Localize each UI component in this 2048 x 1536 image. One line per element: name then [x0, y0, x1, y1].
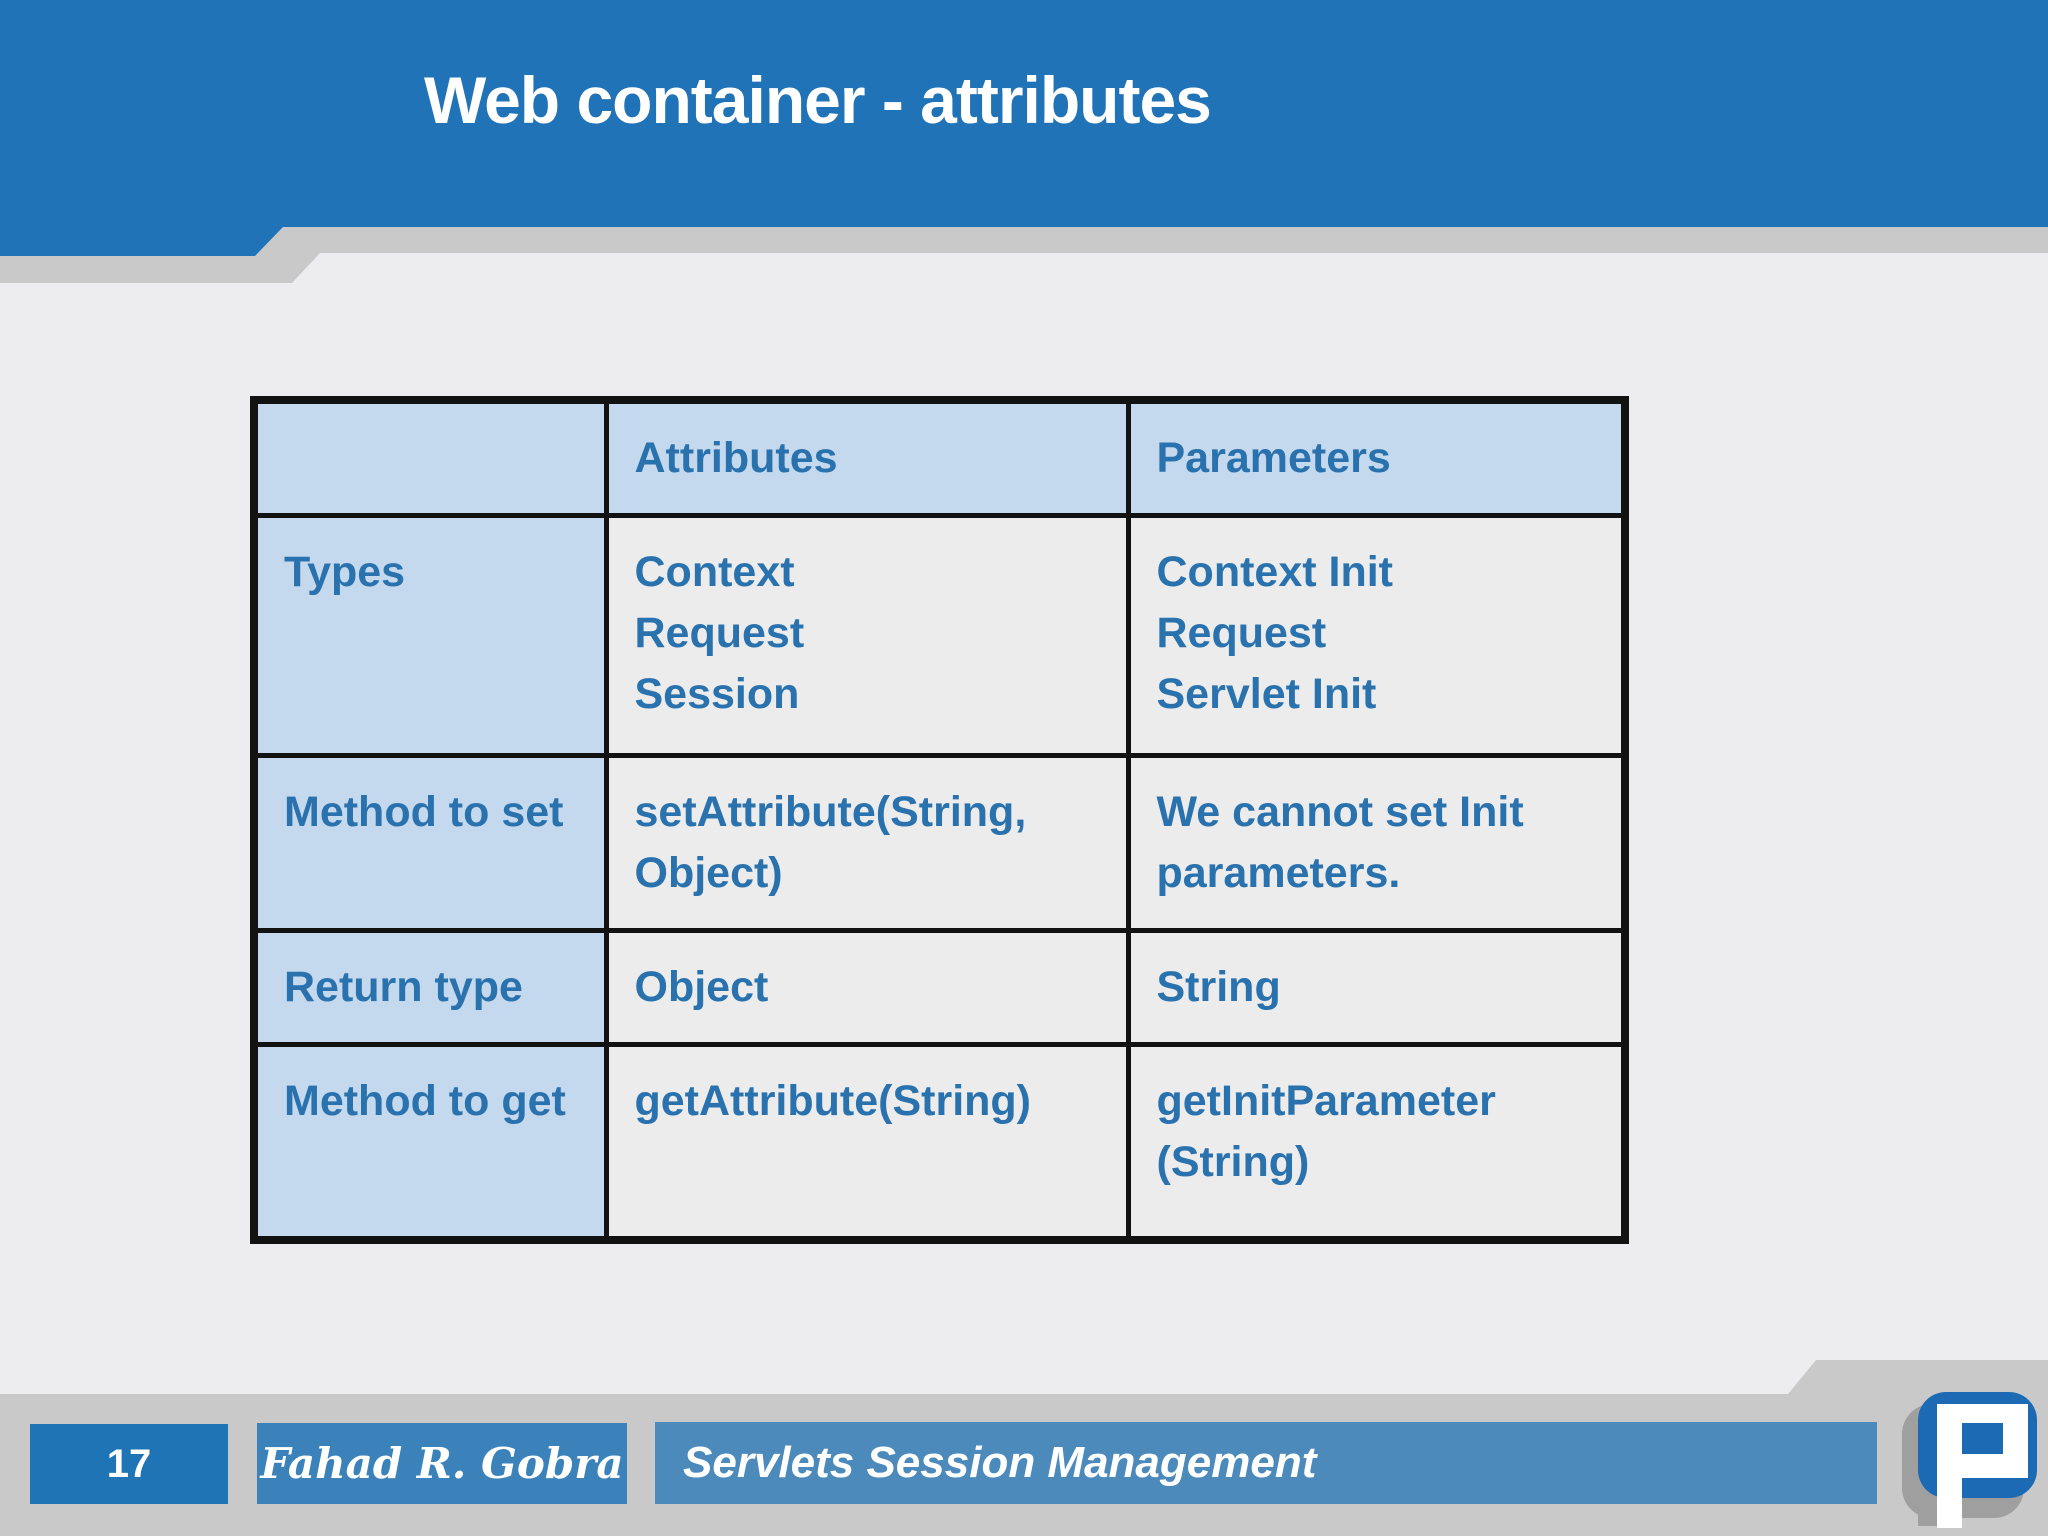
table-row: Return type Object String: [251, 928, 1628, 1048]
author-signature: Fahad R. Gobra: [260, 1439, 624, 1488]
fg-logo-letter-topbar: [1937, 1404, 2028, 1423]
cell-return-parameters: String: [1125, 928, 1628, 1048]
header-blue-banner: [0, 0, 2048, 256]
attributes-parameters-table: Attributes Parameters Types Context Requ…: [250, 396, 1629, 1244]
page-number-badge: 17: [30, 1424, 228, 1504]
table-header-row: Attributes Parameters: [251, 397, 1628, 519]
cell-types-attributes: Context Request Session: [603, 513, 1131, 759]
footer-title: Servlets Session Management: [683, 1438, 1317, 1487]
row-label-method-to-set: Method to set: [251, 753, 609, 934]
table-row: Method to set setAttribute(String, Objec…: [251, 753, 1628, 934]
cell-get-attributes: getAttribute(String): [603, 1042, 1131, 1243]
cell-get-parameters: getInitParameter (String): [1125, 1042, 1628, 1243]
row-label-return-type: Return type: [251, 928, 609, 1048]
fg-logo-letter-stem: [1937, 1404, 1962, 1528]
cell-set-parameters: We cannot set Init parameters.: [1125, 753, 1628, 934]
column-header-parameters: Parameters: [1125, 397, 1628, 519]
table-corner-cell: [251, 397, 609, 519]
page-number: 17: [106, 1441, 152, 1486]
column-header-attributes: Attributes: [603, 397, 1131, 519]
footer-title-bar: Servlets Session Management: [655, 1422, 1877, 1504]
cell-types-parameters: Context Init Request Servlet Init: [1125, 513, 1628, 759]
fg-logo-letter-midbar: [1962, 1454, 2028, 1478]
row-label-method-to-get: Method to get: [251, 1042, 609, 1243]
row-label-types: Types: [251, 513, 609, 759]
author-signature-badge: Fahad R. Gobra: [257, 1423, 627, 1504]
table-row: Types Context Request Session Context In…: [251, 513, 1628, 759]
cell-return-attributes: Object: [603, 928, 1131, 1048]
cell-set-attributes: setAttribute(String, Object): [603, 753, 1131, 934]
table-row: Method to get getAttribute(String) getIn…: [251, 1042, 1628, 1243]
slide-title: Web container - attributes: [424, 63, 1212, 137]
